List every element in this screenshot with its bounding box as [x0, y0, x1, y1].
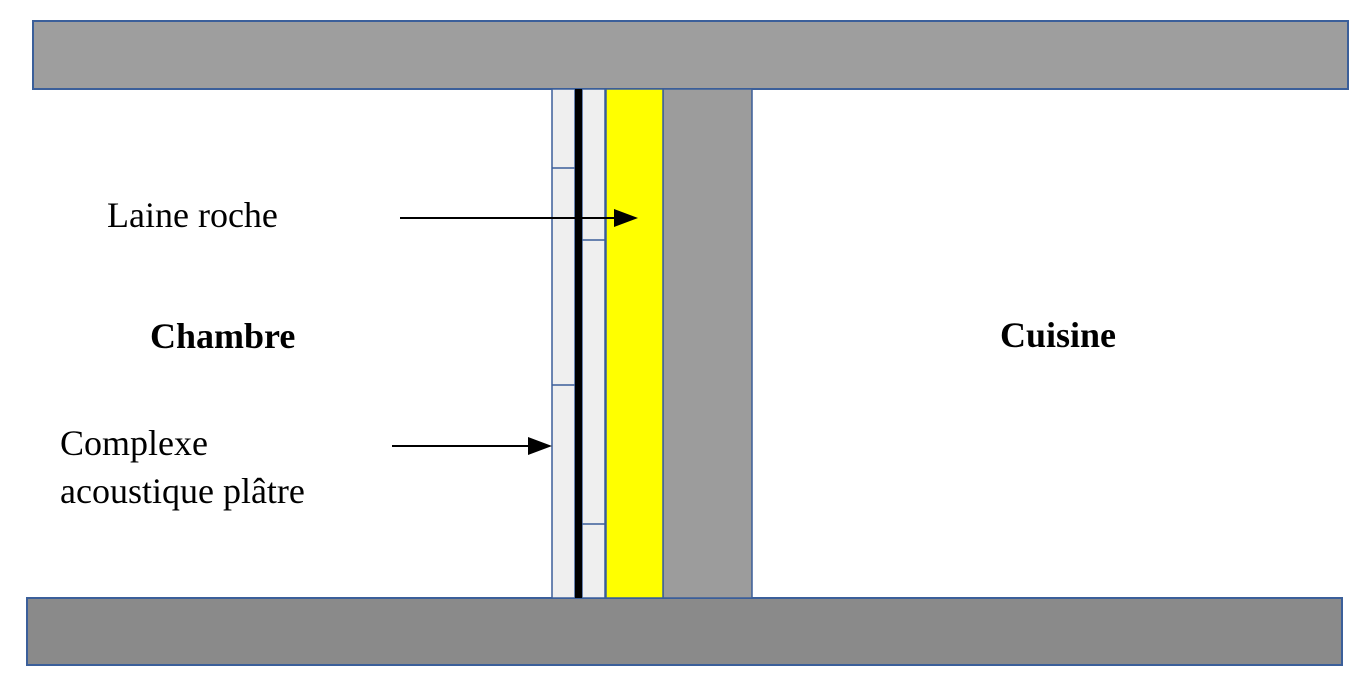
- bottom-floor-slab: [26, 597, 1343, 666]
- complexe-label-line1: Complexe: [60, 423, 208, 463]
- acoustic-membrane: [575, 89, 582, 598]
- laine-roche-label: Laine roche: [107, 195, 278, 235]
- top-floor-slab: [32, 20, 1349, 90]
- cuisine-label: Cuisine: [1000, 315, 1116, 355]
- laine-roche-arrow: [400, 209, 638, 227]
- complexe-label-line2: acoustique plâtre: [60, 471, 305, 511]
- complexe-arrow: [392, 437, 552, 455]
- plaster-board-outer: [551, 88, 576, 599]
- rock-wool-insulation: [605, 88, 664, 599]
- plaster-board-inner: [581, 88, 606, 599]
- concrete-wall: [662, 88, 753, 599]
- chambre-label: Chambre: [150, 316, 295, 356]
